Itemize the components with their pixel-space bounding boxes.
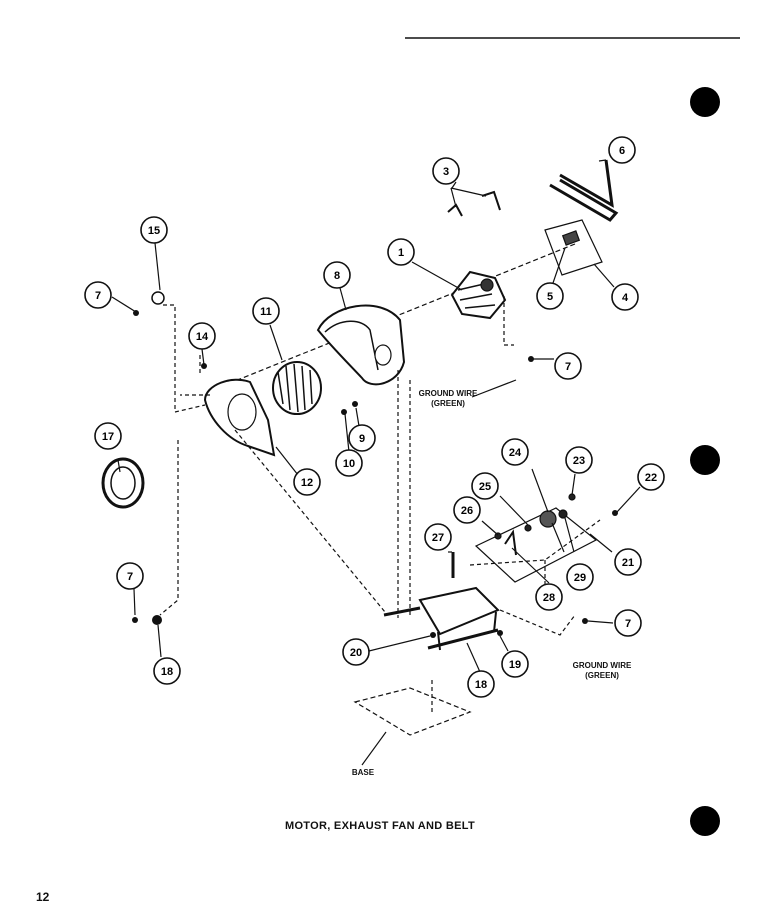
svg-text:26: 26	[461, 505, 473, 517]
callout-4: 4	[611, 283, 639, 311]
svg-text:14: 14	[196, 331, 209, 343]
motor-part	[450, 270, 507, 320]
callout-14: 14	[188, 322, 216, 350]
svg-text:24: 24	[509, 447, 522, 459]
blower-housing-part	[316, 304, 406, 386]
pulley-box	[544, 219, 603, 276]
svg-text:10: 10	[343, 458, 355, 470]
svg-text:12: 12	[301, 477, 313, 489]
callout-20: 20	[342, 638, 370, 666]
svg-text:11: 11	[260, 306, 272, 318]
callout-7-b: 7	[554, 352, 582, 380]
svg-text:27: 27	[432, 532, 444, 544]
callout-27: 27	[424, 523, 452, 551]
callout-25: 25	[471, 472, 499, 500]
svg-text:9: 9	[359, 433, 365, 445]
motor-axis-line	[229, 243, 576, 384]
callout-6: 6	[608, 136, 636, 164]
page-number: 12	[36, 890, 50, 904]
binder-hole-middle	[690, 445, 720, 475]
svg-text:6: 6	[619, 145, 625, 157]
idler-box	[474, 507, 598, 583]
motor-bracket-part	[383, 586, 500, 651]
callout-9: 9	[348, 424, 376, 452]
callout-1: 1	[387, 238, 415, 266]
svg-text:15: 15	[148, 225, 160, 237]
callout-8: 8	[323, 261, 351, 289]
callout-15: 15	[140, 216, 168, 244]
callout-21: 21	[614, 548, 642, 576]
callout-11: 11	[252, 297, 280, 325]
svg-text:7: 7	[565, 361, 571, 373]
svg-text:21: 21	[622, 557, 634, 569]
callout-26: 26	[453, 496, 481, 524]
svg-text:20: 20	[350, 647, 362, 659]
binder-hole-top	[690, 87, 720, 117]
svg-text:29: 29	[574, 572, 586, 584]
callout-18-b: 18	[467, 670, 495, 698]
base-label: BASE	[352, 768, 375, 777]
fan-wheel-part	[272, 361, 322, 415]
callout-19: 19	[501, 650, 529, 678]
svg-text:18: 18	[161, 666, 173, 678]
callout-10: 10	[335, 449, 363, 477]
ground-wire-upper-sublabel: (GREEN)	[431, 399, 465, 408]
svg-text:3: 3	[443, 166, 449, 178]
callout-28: 28	[535, 583, 563, 611]
svg-text:19: 19	[509, 659, 521, 671]
callout-18-a: 18	[153, 657, 181, 685]
svg-text:25: 25	[479, 481, 491, 493]
svg-text:7: 7	[127, 571, 133, 583]
diagram-title: MOTOR, EXHAUST FAN AND BELT	[284, 820, 475, 832]
ground-wire-upper-label: GROUND WIRE	[419, 389, 478, 398]
svg-text:1: 1	[398, 247, 404, 259]
callout-29: 29	[566, 563, 594, 591]
callout-5: 5	[536, 282, 564, 310]
binder-hole-bottom	[690, 806, 720, 836]
svg-text:5: 5	[547, 291, 553, 303]
belt-part	[549, 159, 619, 222]
callout-7-c: 7	[614, 609, 642, 637]
svg-text:18: 18	[475, 679, 487, 691]
svg-text:4: 4	[622, 292, 629, 304]
callout-23: 23	[565, 446, 593, 474]
svg-text:23: 23	[573, 455, 585, 467]
svg-text:17: 17	[102, 431, 114, 443]
callout-22: 22	[637, 463, 665, 491]
callout-7-a: 7	[84, 281, 112, 309]
callout-group: 1 3 4 5 6 7 7 7 7 8 9 10 11 12 14 15 17 …	[84, 136, 665, 698]
callout-7-d: 7	[116, 562, 144, 590]
base-part	[353, 687, 472, 736]
svg-text:7: 7	[95, 290, 101, 302]
callout-12: 12	[293, 468, 321, 496]
svg-text:7: 7	[625, 618, 631, 630]
svg-text:22: 22	[645, 472, 657, 484]
pulley-part	[561, 230, 581, 246]
svg-text:8: 8	[334, 270, 340, 282]
svg-text:28: 28	[543, 592, 555, 604]
ground-wire-lower-sublabel: (GREEN)	[585, 671, 619, 680]
ground-wire-lower-label: GROUND WIRE	[573, 661, 632, 670]
fan-cover-part	[203, 378, 276, 457]
drum-ring-part	[101, 457, 145, 509]
callout-17: 17	[94, 422, 122, 450]
callout-24: 24	[501, 438, 529, 466]
callout-3: 3	[432, 157, 460, 185]
